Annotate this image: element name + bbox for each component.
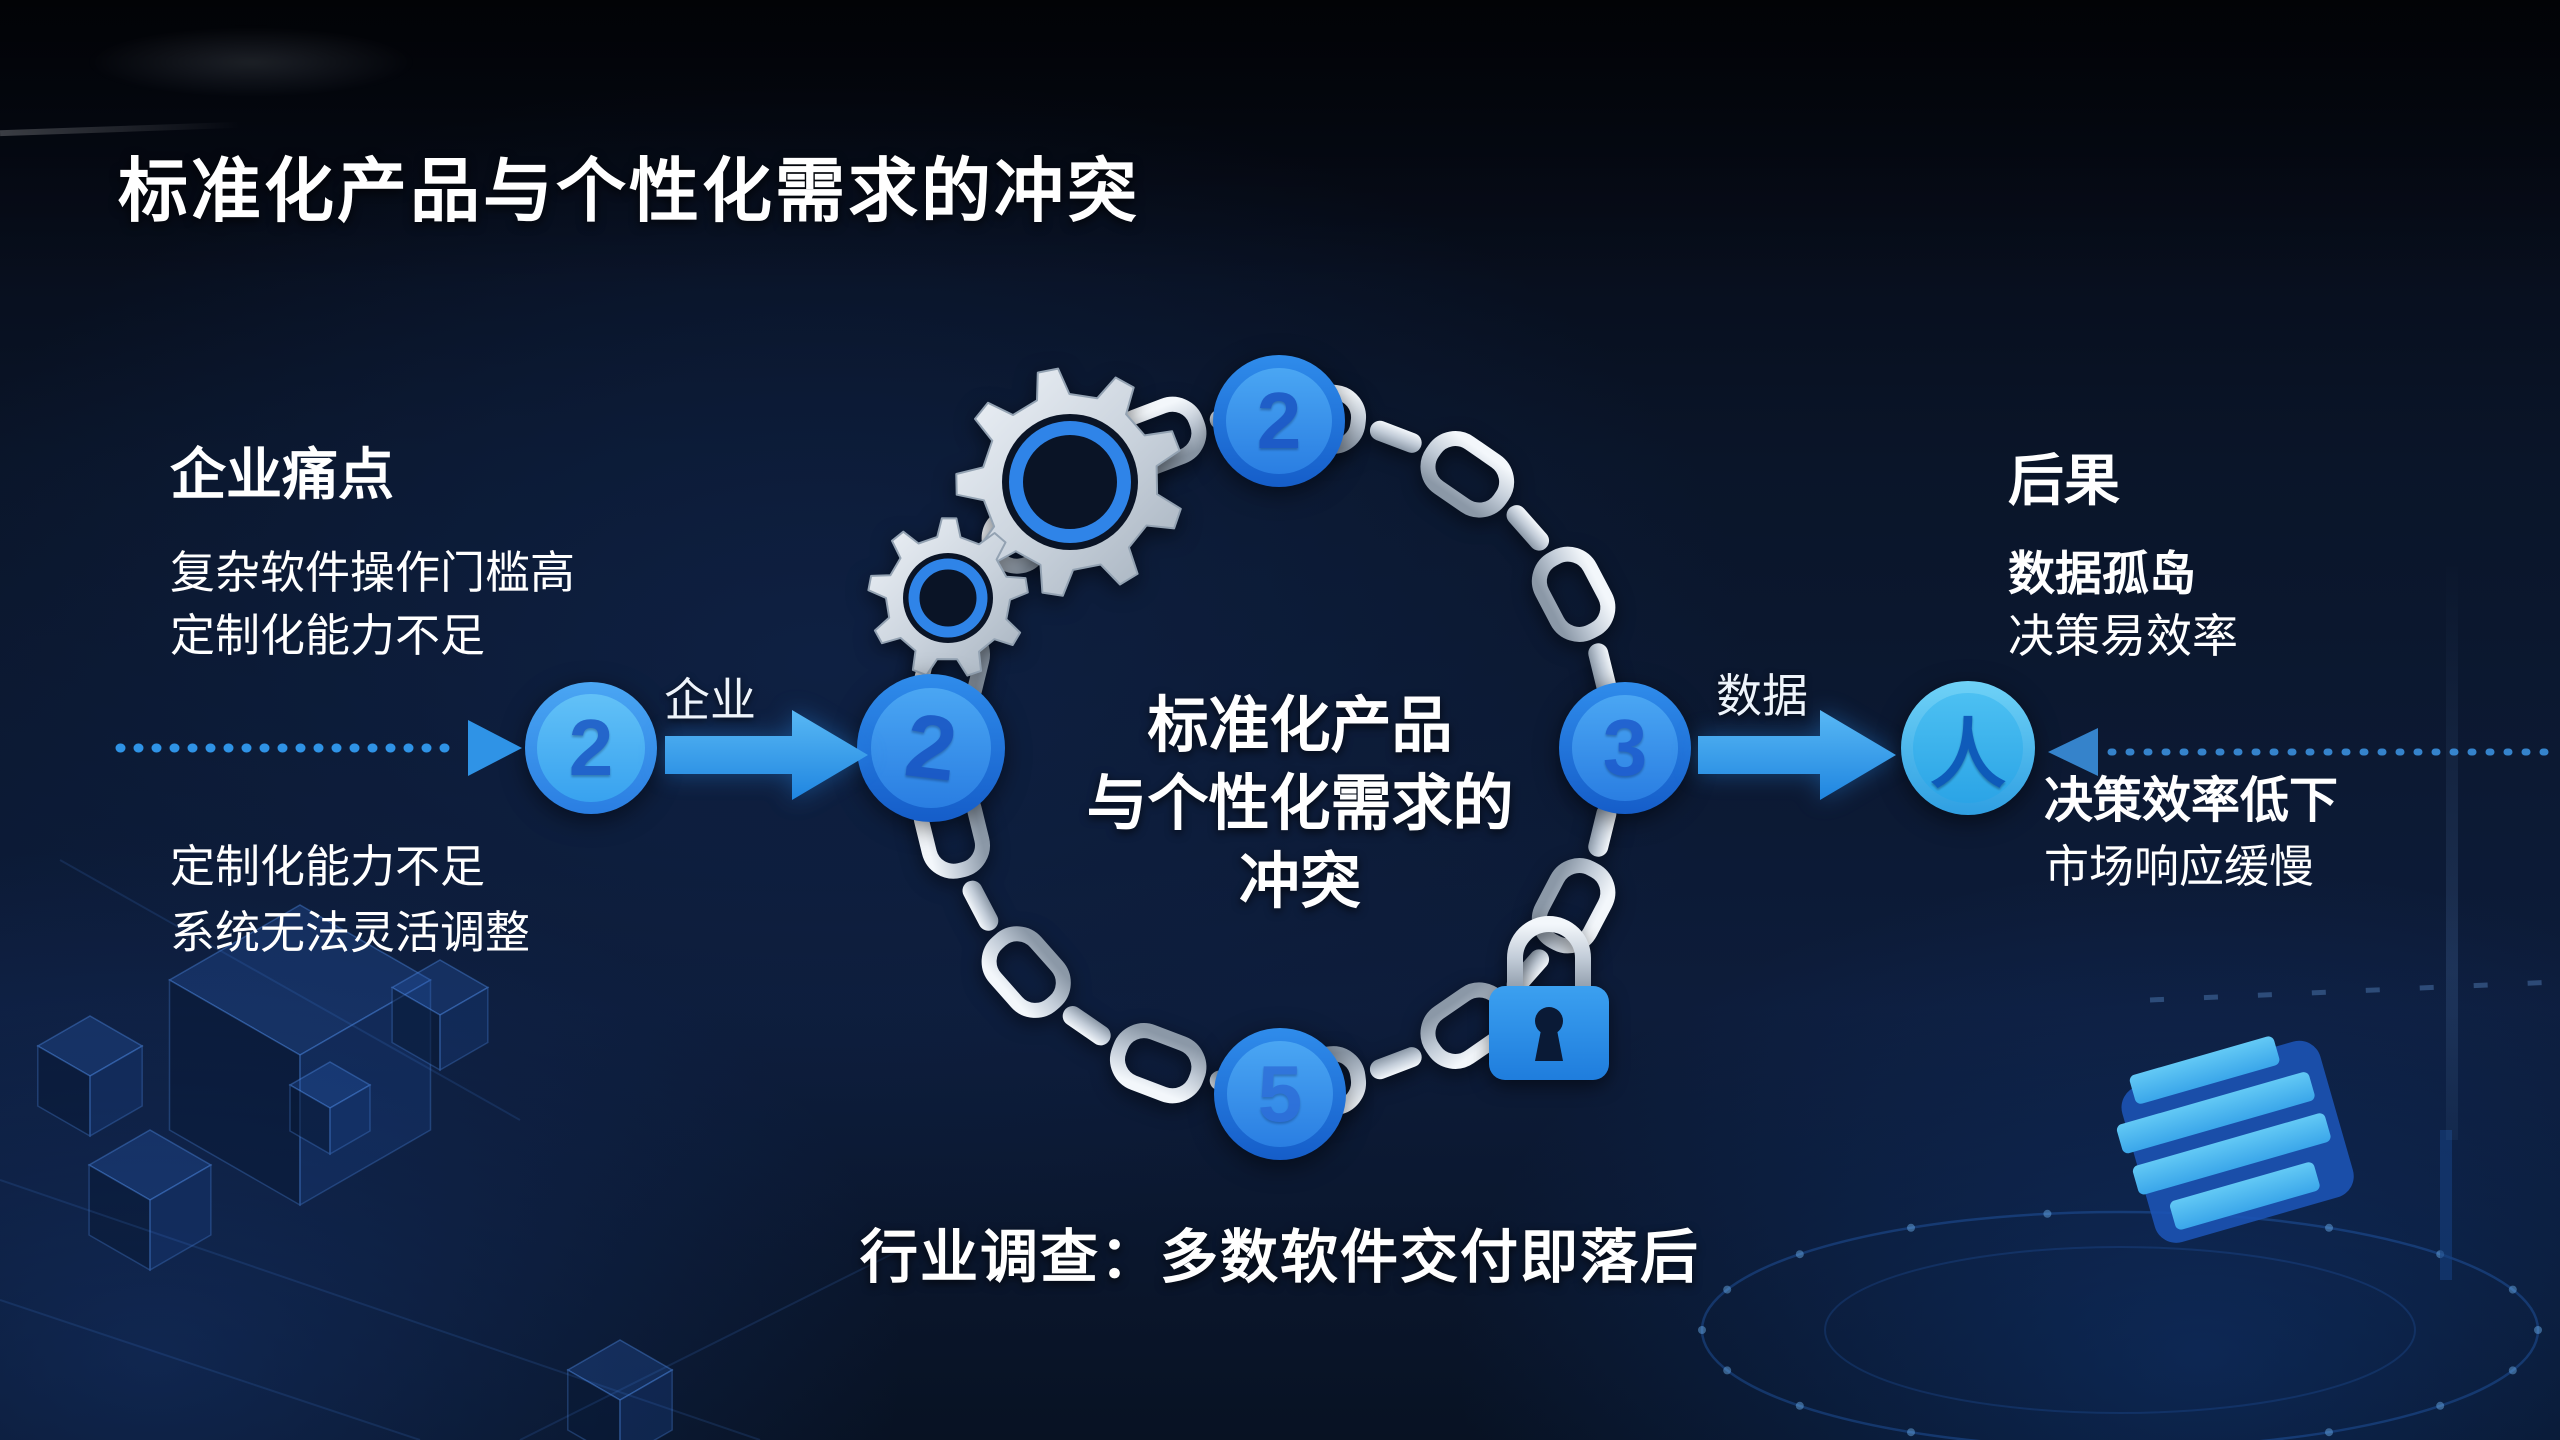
pain-points-secondary-block: 定制化能力不足 系统无法灵活调整 bbox=[170, 834, 530, 966]
pain-points-heading: 企业痛点 bbox=[170, 443, 394, 506]
dashed-arrow-right bbox=[2048, 728, 2549, 776]
consequences-heading: 后果 bbox=[2008, 449, 2120, 512]
distant-lights bbox=[2149, 979, 2557, 1003]
node-glyph-top: 2 bbox=[1256, 376, 1302, 465]
pain-point-item: 系统无法灵活调整 bbox=[170, 907, 531, 958]
background-cubes bbox=[36, 904, 674, 1440]
pain-point-item: 复杂软件操作门槛高 bbox=[170, 547, 576, 598]
pain-points-block: 企业痛点 复杂软件操作门槛高 定制化能力不足 bbox=[170, 430, 575, 667]
pain-point-item: 定制化能力不足 bbox=[170, 841, 486, 892]
footer-banner: 行业调查：多数软件交付即落后 bbox=[859, 1225, 1700, 1290]
center-line: 标准化产品 bbox=[1147, 691, 1453, 759]
center-line: 冲突 bbox=[1238, 847, 1361, 915]
node-glyph-bottom: 5 bbox=[1257, 1049, 1303, 1138]
platform-rings bbox=[1698, 979, 2557, 1440]
consequence-item: 市场响应缓慢 bbox=[2044, 841, 2315, 892]
node-glyph-right: 3 bbox=[1602, 703, 1648, 792]
consequence-item: 数据孤岛 bbox=[2008, 547, 2196, 600]
page-title: 标准化产品与个性化需求的冲突 bbox=[118, 151, 1140, 230]
arrow-label-enterprise: 企业 bbox=[664, 674, 756, 726]
consequences-secondary-block: 决策效率低下 市场响应缓慢 bbox=[2044, 768, 2338, 900]
flow-node-top bbox=[1213, 355, 1345, 487]
company-logo bbox=[2116, 1036, 2354, 1243]
dotted-arrow-left bbox=[115, 720, 522, 776]
arrow-enterprise bbox=[665, 710, 868, 800]
flow-node-bottom bbox=[1214, 1028, 1346, 1160]
consequence-item: 决策效率低下 bbox=[2044, 774, 2339, 828]
consequence-item: 决策易效率 bbox=[2008, 610, 2238, 662]
light-beam bbox=[2446, 560, 2458, 1140]
pain-point-item: 定制化能力不足 bbox=[170, 610, 486, 661]
node-glyph-entry: 2 bbox=[568, 703, 614, 792]
flow-node-right bbox=[1559, 682, 1691, 814]
arrow-label-data: 数据 bbox=[1716, 670, 1808, 722]
center-conflict-text: 标准化产品 与个性化需求的 冲突 bbox=[980, 686, 1620, 920]
person-icon: 人 bbox=[1930, 713, 2006, 798]
lock-icon bbox=[1489, 916, 1609, 1080]
lens-smudge bbox=[86, 26, 416, 98]
background-grid-lines bbox=[0, 859, 901, 1440]
flow-node-entry bbox=[525, 682, 657, 814]
gears-icon bbox=[867, 367, 1182, 677]
consequences-block: 后果 数据孤岛 决策易效率 bbox=[2008, 436, 2238, 667]
keyhole-icon bbox=[1535, 1007, 1563, 1035]
arrow-data bbox=[1698, 710, 1896, 800]
center-line: 与个性化需求的 bbox=[1086, 769, 1514, 837]
flow-node-person bbox=[1901, 681, 2035, 815]
tower-silhouette bbox=[2440, 1130, 2452, 1280]
flow-node-mid bbox=[857, 674, 1005, 822]
